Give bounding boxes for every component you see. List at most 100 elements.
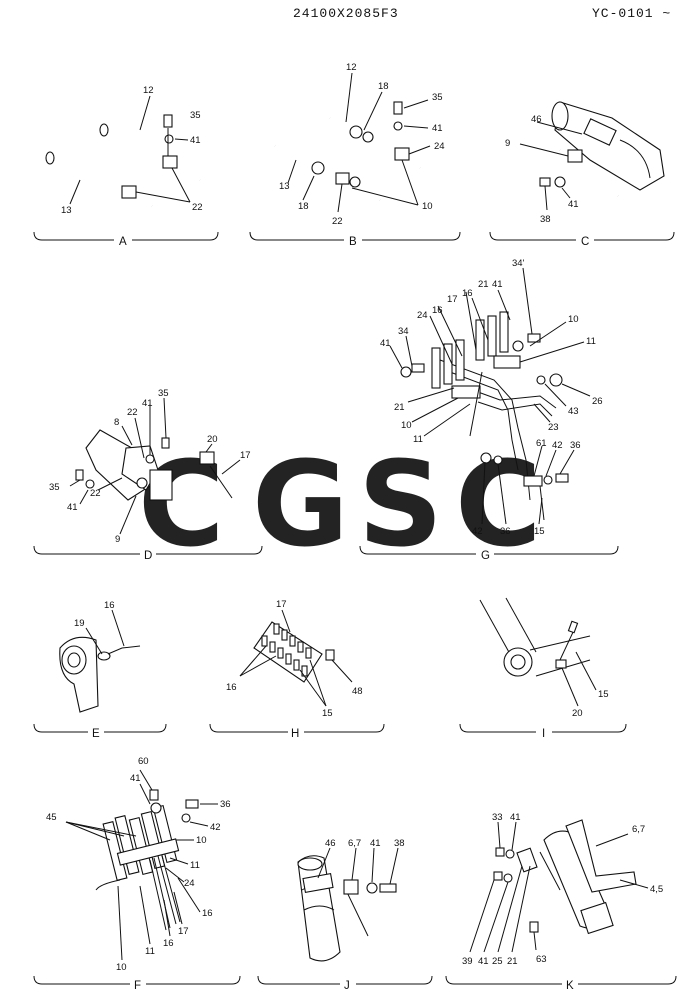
part-number: 11 [413,434,423,445]
part-number: 19 [74,618,85,629]
part-number: 41 [142,398,153,409]
panel-i: 15 20 I [459,597,627,740]
part-number: 15 [598,689,609,700]
part-number: 41 [432,123,443,134]
panel-label-i: I [542,728,545,740]
part-number: 22 [332,216,343,227]
part-number: 21 [394,402,405,413]
part-number: 20 [207,434,218,445]
part-number: 17 [276,599,287,610]
part-number: 33 [492,812,503,823]
part-number: 35 [190,110,201,121]
part-number: 34 [398,326,409,337]
part-number: 41 [190,135,201,146]
part-number: 35 [49,482,60,493]
panel-label-c: C [581,236,589,248]
part-number: 41 [67,502,78,513]
part-number: 36 [220,799,231,810]
panel-d: 35 41 22 8 20 17 35 41 22 9 D [33,388,263,562]
part-number: 18 [378,81,389,92]
drawing-code: 24100X2085F3 [293,6,399,21]
panel-label-a: A [119,236,127,248]
part-number: 12 [143,85,154,96]
part-number: 11 [586,336,596,347]
part-number: 46 [325,838,336,849]
part-number: 39 [462,956,473,967]
part-number: 41 [478,956,489,967]
panel-k: 33 41 6,7 4,5 39 41 25 21 63 K [445,812,677,992]
part-number: 24 [184,878,195,889]
panel-a: 12 35 41 13 22 A [33,85,219,248]
part-number: 22 [90,488,101,499]
part-number: 45 [46,812,57,823]
part-number: 22 [192,202,203,213]
part-number: 24 [434,141,445,152]
part-number: 8 [114,417,119,428]
watermark-letter-2: G [252,435,349,573]
part-number: 46 [531,114,542,125]
part-number: 16 [202,908,213,919]
part-number: 41 [568,199,579,210]
panel-label-g: G [481,550,490,562]
part-number: 25 [492,956,503,967]
part-number: 10 [116,962,127,973]
part-number: 38 [394,838,405,849]
panel-label-f: F [134,980,141,992]
part-number: 12 [346,62,357,73]
part-number: 16 [462,288,473,299]
part-number: 17 [240,450,251,461]
part-number: 16 [163,938,174,949]
part-number: 10 [196,835,207,846]
reference-code: YC-0101 ~ [592,6,672,21]
part-number: 41 [370,838,381,849]
panel-label-j: J [344,980,350,992]
part-number: 21 [478,279,489,290]
panel-label-b: B [349,236,357,248]
panel-label-e: E [92,728,100,740]
part-number: 17 [447,294,458,305]
part-number: 34' [512,258,525,269]
part-number: 15 [322,708,333,719]
part-number: 41 [130,773,141,784]
part-number: 15 [534,526,545,537]
part-number: 36 [570,440,581,451]
part-number: 10 [401,420,412,431]
panel-label-h: H [291,728,299,740]
part-number: 36 [500,526,511,537]
panel-h: 17 16 15 48 H [209,599,385,740]
panel-label-d: D [144,550,152,562]
panel-j: 46 6,7 41 38 J [257,838,433,992]
part-number: 11 [190,860,200,871]
part-number: 10 [422,201,433,212]
part-number: 63 [536,954,547,965]
part-number: 42 [552,440,563,451]
part-number: 6,7 [632,824,645,835]
part-number: 16 [432,305,443,316]
part-number: 48 [352,686,363,697]
part-number: 21 [507,956,518,967]
part-number: 38 [540,214,551,225]
part-number: 4,5 [650,884,663,895]
part-number: 26 [592,396,603,407]
panel-e: 19 16 E [33,600,167,740]
part-number: 41 [380,338,391,349]
panel-f: 60 41 36 45 42 10 11 24 16 17 16 11 10 F [33,756,241,992]
part-number: 42 [472,526,483,537]
part-number: 20 [572,708,583,719]
part-number: 24 [417,310,428,321]
watermark-letter-3: S [358,435,443,573]
part-number: 61 [536,438,547,449]
part-number: 17 [178,926,189,937]
part-number: 35 [432,92,443,103]
panel-b: 12 18 35 41 24 13 18 22 10 B [249,62,461,248]
part-number: 9 [505,138,510,149]
part-number: 16 [104,600,115,611]
panel-label-k: K [566,980,574,992]
part-number: 13 [61,205,72,216]
panel-g: 34' 41 21 16 17 16 24 34 41 10 11 21 10 … [359,258,619,562]
part-number: 6,7 [348,838,361,849]
part-number: 23 [548,422,559,433]
part-number: 60 [138,756,149,767]
part-number: 41 [492,279,503,290]
part-number: 13 [279,181,290,192]
